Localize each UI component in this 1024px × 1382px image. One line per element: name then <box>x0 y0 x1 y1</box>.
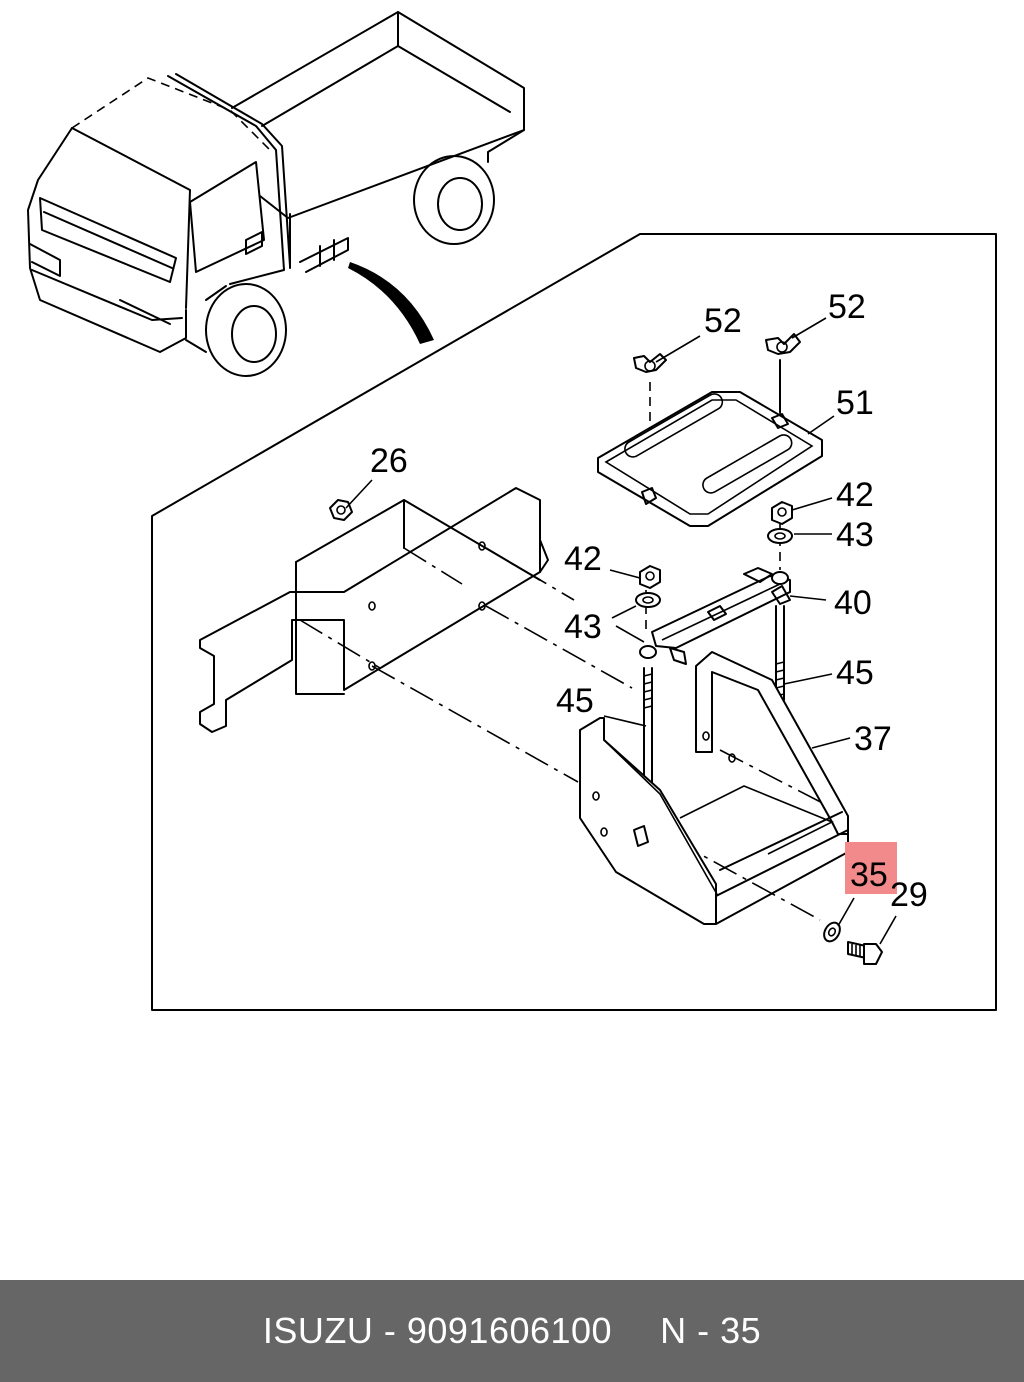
callout-42-right: 42 <box>836 476 874 514</box>
part-40-clamp <box>639 567 791 665</box>
callout-42-left: 42 <box>564 540 602 578</box>
callout-26: 26 <box>370 442 408 480</box>
part-26-nut <box>329 499 353 521</box>
part-45-j-bolt-right <box>775 359 785 701</box>
footer-part-number: 9091606100 <box>406 1310 613 1351</box>
parts-diagram: 52 52 51 26 42 42 43 43 40 45 45 37 35 2… <box>27 11 997 1011</box>
footer-ref-number: 35 <box>720 1310 762 1351</box>
callout-labels: 52 52 51 26 42 42 43 43 40 45 45 37 35 2… <box>370 288 928 914</box>
callout-52-left: 52 <box>704 302 742 340</box>
truck-illustration <box>27 11 525 377</box>
callout-43-left: 43 <box>564 608 602 646</box>
callout-52-right: 52 <box>828 288 866 326</box>
part-29-bolt <box>847 941 883 965</box>
part-52-wing-nut-right <box>765 333 801 355</box>
callout-29: 29 <box>890 876 928 914</box>
chassis-frame <box>199 487 549 733</box>
detail-frame <box>151 233 997 1011</box>
footer-brand: ISUZU <box>262 1310 374 1351</box>
part-35-washer <box>823 921 841 943</box>
highlight-box <box>845 842 897 894</box>
callout-37: 37 <box>854 720 892 758</box>
part-42-nut-right <box>771 501 793 525</box>
part-43-washer-right <box>767 528 793 544</box>
callout-51: 51 <box>836 384 874 422</box>
footer-ref-prefix: N <box>660 1310 687 1351</box>
leader-lines <box>345 317 897 945</box>
part-43-washer-left <box>635 592 661 608</box>
callout-43-right: 43 <box>836 516 874 554</box>
callout-45-right: 45 <box>836 654 874 692</box>
part-51-cover <box>597 391 823 527</box>
part-42-nut-left <box>639 565 661 589</box>
footer-separator: - <box>373 1310 407 1351</box>
callout-35: 35 <box>850 856 888 894</box>
part-52-wing-nut-left <box>633 353 667 373</box>
callout-40: 40 <box>834 584 872 622</box>
footer-bar: ISUZU - 9091606100 N - 35 <box>0 1280 1024 1382</box>
footer-ref-separator: - <box>686 1310 721 1351</box>
callout-45-left: 45 <box>556 682 594 720</box>
part-37-battery-tray <box>579 651 849 925</box>
